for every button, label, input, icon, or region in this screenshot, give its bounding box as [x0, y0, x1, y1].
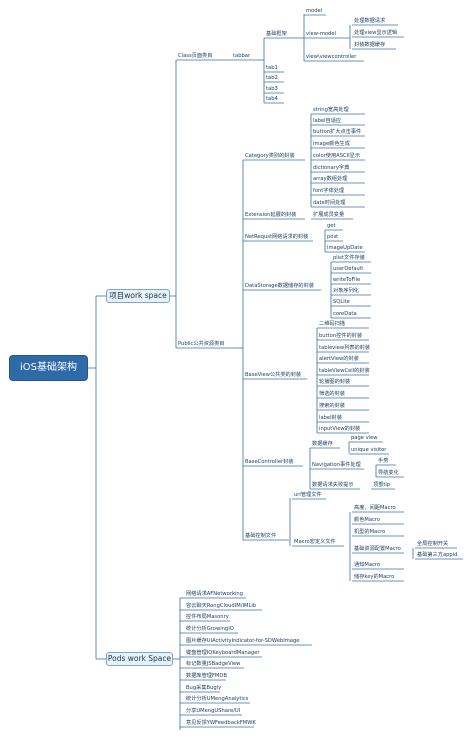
node-macro-item[interactable]: 高度、间距Macro: [354, 505, 396, 511]
node-nav-item[interactable]: 手势: [378, 458, 389, 464]
node-category-item[interactable]: button扩大点击事件: [313, 129, 362, 135]
node-net-item[interactable]: post: [327, 234, 339, 240]
node-pods-item[interactable]: 数据库管理FMDB: [186, 673, 227, 679]
node-baseview-item[interactable]: tableViewCell的封装: [319, 368, 370, 374]
node-category-item[interactable]: date时间处理: [313, 200, 346, 206]
node-net-item[interactable]: get: [327, 223, 336, 229]
root-label: iOS基础架构: [20, 362, 77, 373]
node-vm-item[interactable]: 处理view显示逻辑: [354, 30, 398, 36]
node-storage-item[interactable]: 对象序列化: [333, 288, 359, 294]
node-model[interactable]: model: [306, 8, 323, 14]
node-baseview-item[interactable]: 搜索的封装: [319, 403, 345, 409]
node-storage-item[interactable]: plist文件存储: [333, 255, 365, 261]
node-public-resources[interactable]: Public公共资源类目: [178, 341, 225, 347]
node-baseview-item[interactable]: inputView的封装: [319, 426, 361, 432]
node-pods-item[interactable]: 统计分析UMengAnalytics: [186, 696, 249, 702]
node-storage-item[interactable]: SQLite: [333, 299, 350, 305]
node-url-file[interactable]: url管理文件: [294, 492, 322, 498]
node-request-fail-item[interactable]: 顶部tip: [373, 482, 391, 488]
node-category-item[interactable]: color使用ASCII显示: [313, 153, 361, 159]
node-baseview[interactable]: BaseView公共类的封装: [245, 372, 302, 378]
node-class-page[interactable]: Class页面类目: [178, 53, 213, 59]
node-category-item[interactable]: dictionary字典: [313, 165, 350, 171]
node-extension[interactable]: Extension延展的封装: [245, 212, 297, 218]
node-baseview-item[interactable]: alertView的封装: [319, 356, 359, 362]
node-extension-item[interactable]: 扩展成员变量: [313, 212, 345, 218]
node-macro-item[interactable]: 通知Macro: [354, 562, 381, 568]
node-pods-item[interactable]: 图片缓存UIActivityIndicator-for-SDWebImage: [186, 638, 300, 644]
node-tab-3[interactable]: tab3: [266, 86, 278, 92]
node-baseview-item[interactable]: label封装: [319, 415, 342, 421]
node-tabbar[interactable]: tabbar: [233, 53, 251, 59]
node-category-item[interactable]: image颜色生成: [313, 141, 350, 147]
node-storage-item[interactable]: coreData: [333, 311, 357, 317]
node-request-fail[interactable]: 数据请求失败提示: [312, 482, 354, 488]
node-vm-item[interactable]: 封装数据缓存: [354, 42, 386, 48]
node-macro-item[interactable]: 机型的Macro: [354, 529, 386, 535]
node-baseview-item[interactable]: 轮播图的封装: [319, 379, 351, 385]
node-netrequest[interactable]: NetRequst网络请求的封装: [245, 234, 309, 240]
node-baseview-item[interactable]: 筛选的封装: [319, 391, 345, 397]
node-pods-item[interactable]: 统计分析GrowingIO: [186, 626, 234, 632]
node-pods-item[interactable]: 分享UMengUShare/UI: [186, 708, 241, 714]
node-nav-event[interactable]: Navigation事件处理: [312, 462, 361, 468]
node-macro-item[interactable]: 颜色Macro: [354, 517, 381, 523]
node-pods-item[interactable]: Bug采集Bugly: [186, 685, 222, 691]
node-macro-item[interactable]: 储存key的Macro: [354, 574, 395, 580]
node-net-item[interactable]: imageUpDate: [327, 245, 363, 251]
root-node[interactable]: iOS基础架构: [9, 355, 88, 381]
node-tab-1[interactable]: tab1: [266, 65, 278, 71]
branch-node-pods[interactable]: Pods work Space: [106, 652, 173, 666]
node-storage-item[interactable]: userDefault: [333, 266, 364, 272]
node-pods-item[interactable]: 控件布局Masonry: [186, 614, 229, 620]
node-datastorage[interactable]: DataStorage数据储存的封装: [245, 283, 314, 289]
node-macro-file[interactable]: Macro宏定义文件: [294, 539, 336, 545]
node-basic-frame[interactable]: 基础框架: [266, 31, 287, 37]
node-pods-item[interactable]: 意见反馈YWFeedbackFMWK: [186, 720, 256, 726]
branch-label-project: 项目work space: [109, 291, 167, 300]
branch-node-project[interactable]: 项目work space: [106, 289, 170, 303]
node-category[interactable]: Category类别的封装: [245, 153, 295, 159]
node-basic-control[interactable]: 基础控制文件: [245, 533, 277, 539]
node-data-empty-item[interactable]: unique visitor: [351, 447, 387, 453]
node-data-empty-item[interactable]: page view: [351, 435, 378, 441]
node-baseview-item[interactable]: 二维码扫描: [319, 321, 345, 327]
node-nav-item[interactable]: 导航变化: [378, 470, 399, 476]
node-storage-item[interactable]: writeToFile: [333, 277, 361, 283]
node-view-controller[interactable]: view\viewcontroller: [306, 54, 357, 60]
node-pods-item[interactable]: 标记数量JSBadgeView: [186, 661, 241, 667]
node-resource-item[interactable]: 全局控制开关: [417, 541, 449, 547]
node-pods-item[interactable]: 键盘管理IQKeyboardManager: [186, 650, 260, 656]
node-baseview-item[interactable]: tableview列表的封装: [319, 345, 371, 351]
branch-label-pods: Pods work Space: [107, 654, 172, 663]
node-category-item[interactable]: string宽高处理: [313, 107, 349, 113]
node-pods-item[interactable]: 网络请求AFNetworking: [186, 591, 243, 597]
node-data-empty[interactable]: 数据缓存: [312, 441, 333, 447]
node-tab-4[interactable]: tab4: [266, 96, 278, 102]
node-vm-item[interactable]: 处理数据请求: [354, 18, 386, 24]
node-pods-item[interactable]: 容云聊天RongCloudIM/IMLib: [186, 603, 257, 609]
node-macro-item[interactable]: 基础资源配置Macro: [354, 546, 401, 552]
node-category-item[interactable]: label自适应: [313, 118, 342, 124]
node-category-item[interactable]: array数组处理: [313, 176, 348, 182]
node-basecontroller[interactable]: BaseController封装: [245, 459, 294, 465]
node-category-item[interactable]: font字体处理: [313, 188, 345, 194]
node-baseview-item[interactable]: button控件的封装: [319, 333, 363, 339]
node-view-model[interactable]: view-model: [306, 31, 336, 37]
node-tab-2[interactable]: tab2: [266, 75, 278, 81]
node-resource-item[interactable]: 基础第三方appid: [417, 552, 458, 558]
